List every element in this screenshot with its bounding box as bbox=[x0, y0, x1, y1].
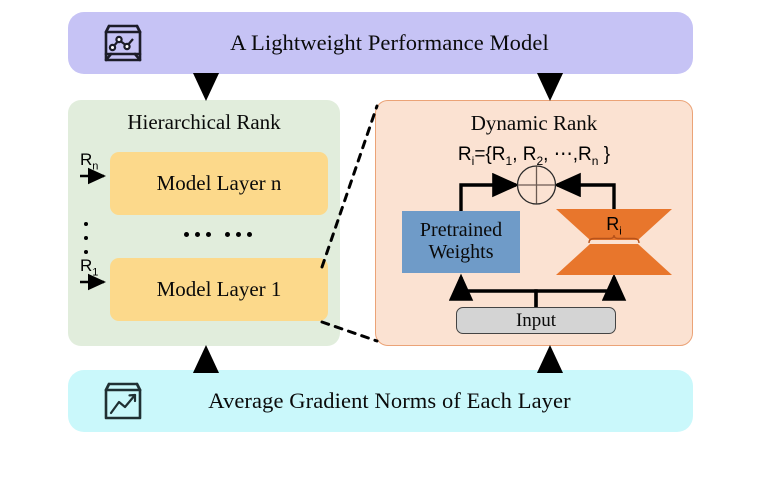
adapter-rank-label: Ri bbox=[556, 214, 672, 238]
formula-lhs-sub: i bbox=[471, 153, 475, 168]
plus-circle-icon bbox=[516, 165, 557, 205]
top-banner-label: A Lightweight Performance Model bbox=[230, 30, 549, 55]
hierarchical-rank-title: Hierarchical Rank bbox=[127, 110, 281, 134]
input-label: Input bbox=[515, 309, 557, 331]
bottom-banner-label: Average Gradient Norms of Each Layer bbox=[208, 388, 571, 413]
gradient-norms-box-icon bbox=[100, 378, 146, 424]
hierarchical-rank-panel: Hierarchical Rank Rn R1 Model Layer n Mo… bbox=[68, 100, 340, 346]
rank-label-1-base: R bbox=[80, 256, 93, 275]
hourglass-trapezoids-icon bbox=[556, 209, 672, 275]
model-layer-n-label: Model Layer n bbox=[156, 171, 282, 195]
formula-close: } bbox=[603, 144, 611, 165]
low-rank-adapter-shape[interactable]: Ri bbox=[556, 209, 672, 275]
rank-label-1: R1 bbox=[80, 256, 98, 278]
formula-term-n-sub: n bbox=[591, 153, 599, 168]
dynamic-rank-title: Dynamic Rank bbox=[470, 111, 598, 135]
rank-label-1-sub: 1 bbox=[92, 266, 99, 279]
rank-label-n: Rn bbox=[80, 150, 98, 172]
formula-term-2: R bbox=[522, 144, 537, 165]
formula-lhs: R bbox=[457, 144, 472, 165]
formula-term-1-sub: 1 bbox=[505, 153, 513, 168]
dynamic-rank-panel: Dynamic Rank Ri={R1, R2, ⋯,Rn } bbox=[375, 100, 693, 346]
horizontal-ellipsis-icon bbox=[184, 232, 252, 237]
model-layer-1-label: Model Layer 1 bbox=[156, 277, 282, 301]
pretrained-weights-box[interactable]: Pretrained Weights bbox=[402, 211, 520, 273]
model-layer-1-box[interactable]: Model Layer 1 bbox=[110, 258, 328, 321]
formula-eq: ={ bbox=[474, 144, 492, 165]
vertical-ellipsis-icon bbox=[82, 222, 90, 254]
pretrained-weights-line2: Weights bbox=[428, 241, 494, 263]
rank-label-n-sub: n bbox=[92, 160, 99, 173]
model-layer-n-box[interactable]: Model Layer n bbox=[110, 152, 328, 215]
top-banner-performance-model: A Lightweight Performance Model bbox=[68, 12, 693, 74]
adapter-rank-base: R bbox=[606, 214, 620, 234]
rank-label-n-base: R bbox=[80, 150, 93, 169]
formula-term-1: R bbox=[491, 144, 506, 165]
pretrained-weights-line1: Pretrained bbox=[419, 219, 503, 242]
formula-term-n: R bbox=[578, 144, 592, 165]
input-box[interactable]: Input bbox=[456, 307, 616, 334]
formula-term-2-sub: 2 bbox=[536, 153, 544, 168]
adapter-rank-sub: i bbox=[619, 225, 622, 238]
bottom-banner-gradient-norms: Average Gradient Norms of Each Layer bbox=[68, 370, 693, 432]
formula-ellipsis: ⋯ bbox=[553, 144, 573, 165]
rank-set-formula: Ri={R1, R2, ⋯,Rn } bbox=[457, 144, 611, 168]
performance-model-box-icon bbox=[100, 20, 146, 66]
